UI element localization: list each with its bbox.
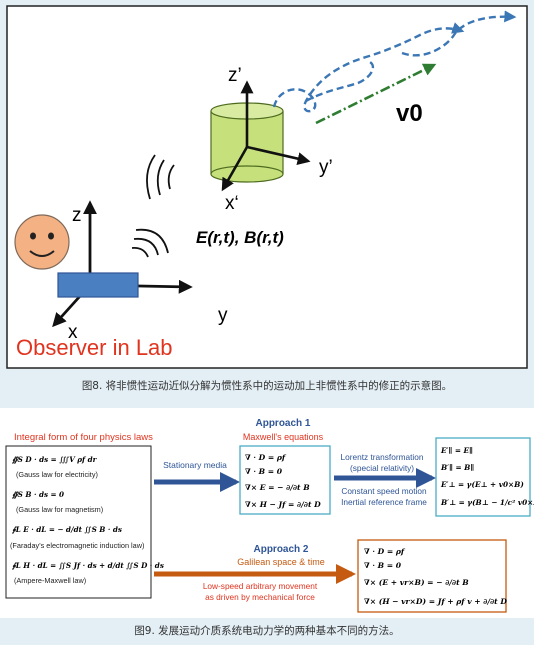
maxwell-eq-4: ∇× H − Jf = ∂/∂t D: [245, 500, 321, 509]
approach-1-title: Approach 1: [255, 418, 310, 429]
field-label: E(r,t), B(r,t): [196, 228, 284, 247]
moving-x-label: x‘: [225, 193, 239, 214]
moving-x-axis: [221, 146, 249, 192]
approach-1-subtitle: Maxwell's equations: [243, 432, 324, 442]
moving-wave-arcs: [146, 154, 175, 200]
moving-z-label: z’: [228, 65, 242, 86]
lab-media-block: [57, 272, 139, 298]
stationary-media-label: Stationary media: [163, 460, 227, 470]
gauss-magnetic-equation: ∯S B · ds = 0: [12, 490, 64, 499]
figure-8-caption: 图8. 将非惯性运动近似分解为惯性系中的运动加上非惯性系中的修正的示意图。: [81, 380, 453, 392]
faraday-equation: ∮L E · dL = − d/dt ∬S B · ds: [12, 525, 122, 534]
transform-eq-4: B′⊥ = γ(B⊥ − 1/c² v0×E): [440, 498, 534, 507]
lowspeed-label-2: as driven by mechanical force: [205, 592, 315, 602]
maxwell-eq-3: ∇× E = − ∂/∂t B: [245, 483, 310, 492]
lab-x-label: x: [68, 322, 78, 343]
moving-media-equations-box: [357, 539, 507, 613]
maxwell-equations-box: [239, 445, 331, 515]
ampere-maxwell-name: (Ampere-Maxwell law): [14, 576, 86, 585]
velocity-arrow: [315, 63, 437, 125]
moving-eq-3: ∇× (E + vr×B) = − ∂/∂t B: [364, 578, 469, 587]
lab-wave-arcs: [131, 228, 169, 258]
ampere-maxwell-equation: ∮L H · dL = ∬S Jf · ds + d/dt ∬S D · ds: [12, 561, 164, 570]
figure-8-diagram: z x y E(r,t), B(r,t) z’ x‘ y’ v0 Observe…: [6, 5, 528, 369]
figure-9-caption: 图9. 发展运动介质系统电动力学的两种基本不同的方法。: [134, 625, 400, 637]
moving-eq-4: ∇× (H − vr×D) = Jf + ρf v + ∂/∂t D: [364, 597, 507, 606]
lowspeed-label-1: Low-speed arbitrary movement: [203, 581, 318, 591]
figure-9-diagram: Integral form of four physics laws ∯S D …: [0, 408, 534, 618]
inertial-label-2: Inertial reference frame: [341, 497, 427, 507]
inertial-label-1: Constant speed motion: [341, 486, 427, 496]
lab-z-label: z: [72, 205, 82, 226]
transform-eq-1: E′∥ = E∥: [440, 446, 473, 455]
lab-y-label: y: [218, 305, 228, 326]
moving-eq-2: ∇ · B = 0: [364, 561, 402, 570]
maxwell-eq-1: ∇ · D = ρf: [245, 453, 287, 462]
moving-eq-1: ∇ · D = ρf: [364, 547, 406, 556]
moving-y-axis: [246, 145, 311, 166]
lorentz-label-1: Lorentz transformation: [340, 452, 423, 462]
transform-eq-2: B′∥ = B∥: [440, 463, 474, 472]
integral-title: Integral form of four physics laws: [14, 432, 153, 443]
trajectory-path: [272, 10, 517, 113]
gauss-electric-equation: ∯S D · ds = ∭V ρf dr: [12, 455, 98, 464]
transformed-fields-box: [435, 437, 531, 517]
figure-8-frame: [6, 5, 528, 369]
gauss-magnetic-name: (Gauss law for magnetism): [16, 505, 103, 514]
gauss-electric-name: (Gauss law for electricity): [16, 470, 98, 479]
approach-2-title: Approach 2: [253, 544, 308, 555]
transform-eq-3: E′⊥ = γ(E⊥ + v0×B): [440, 480, 524, 489]
faraday-name: (Faraday's electromagnetic induction law…: [10, 541, 144, 550]
approach-2-subtitle: Galilean space & time: [237, 557, 325, 567]
maxwell-eq-2: ∇ · B = 0: [245, 467, 283, 476]
observer-label: Observer in Lab: [16, 335, 173, 360]
observer-face-icon: [14, 214, 70, 270]
moving-y-label: y’: [319, 157, 333, 178]
integral-laws-box: [5, 445, 152, 599]
lorentz-label-2: (special relativity): [350, 463, 414, 473]
velocity-label: v0: [396, 100, 423, 127]
